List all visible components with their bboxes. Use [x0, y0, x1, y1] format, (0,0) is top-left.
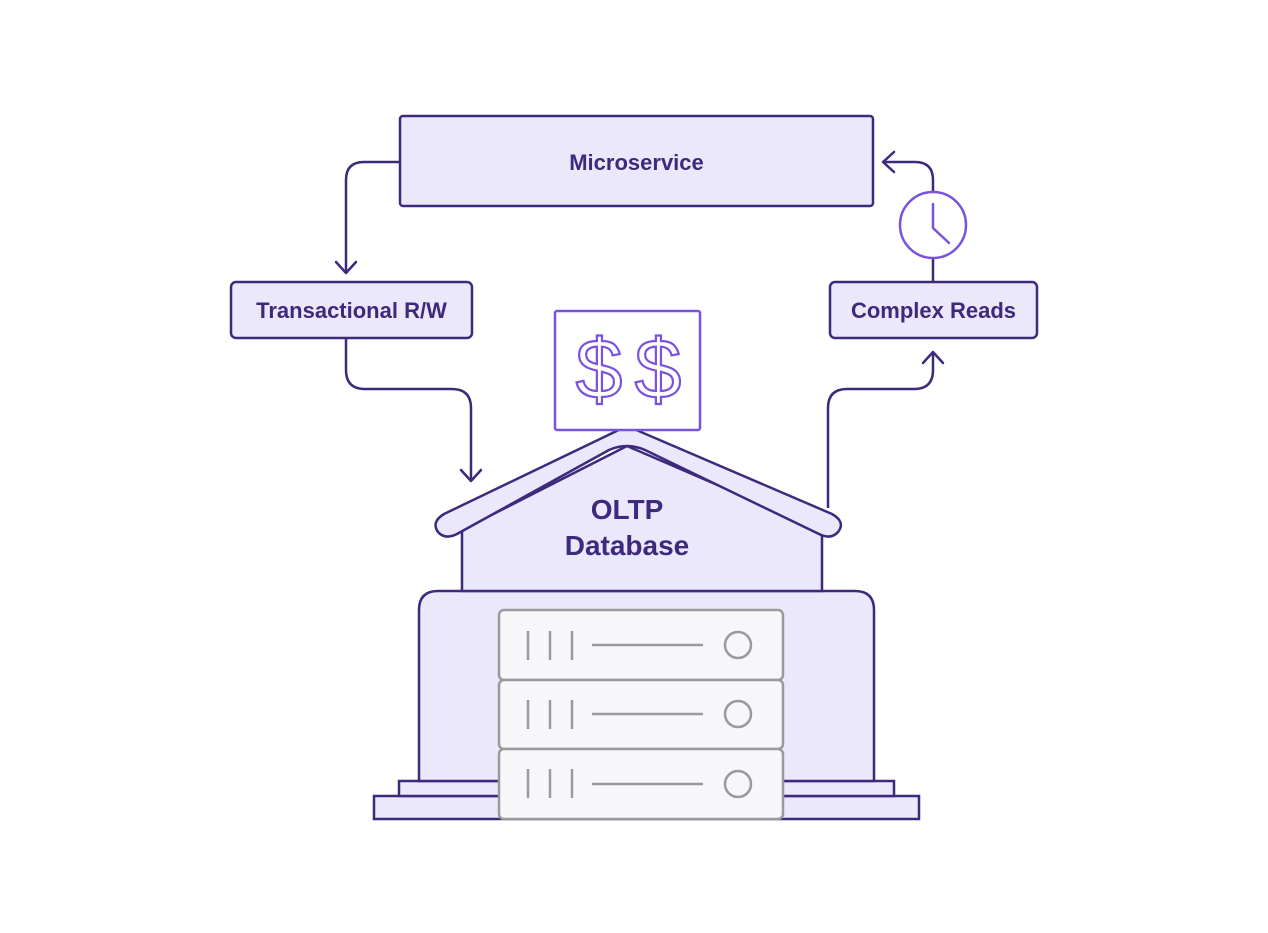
cost-sign: $ $: [553, 309, 702, 432]
complex-reads-label: Complex Reads: [851, 298, 1016, 323]
connector-transactional-to-database: [344, 338, 473, 480]
connector-clock-to-microservice: [884, 160, 935, 192]
complex-reads-box: Complex Reads: [828, 280, 1039, 340]
power-light-icon: [723, 699, 753, 729]
transactional-rw-label: Transactional R/W: [256, 298, 447, 323]
microservice-box: Microservice: [398, 114, 875, 208]
database-label-line2: Database: [565, 530, 690, 561]
server-unit: [497, 747, 785, 821]
power-light-icon: [723, 630, 753, 660]
arrowhead-up-complex-reads: [921, 350, 945, 365]
power-light-icon: [723, 769, 753, 799]
arrowhead-down-transactional: [334, 260, 358, 275]
database-label-line1: OLTP: [591, 494, 664, 525]
server-rack: [497, 608, 785, 821]
server-unit: [497, 678, 785, 751]
building-roof: [434, 424, 843, 538]
microservice-label: Microservice: [569, 150, 704, 175]
arrowhead-left-microservice: [881, 150, 896, 174]
server-unit: [497, 608, 785, 682]
clock-icon: [898, 190, 968, 260]
transactional-rw-box: Transactional R/W: [229, 280, 474, 340]
dollar-icon: $: [635, 322, 682, 416]
dollar-icon: $: [576, 322, 623, 416]
connector-microservice-to-transactional: [344, 160, 400, 272]
connector-database-to-complex-reads: [826, 352, 935, 508]
arrowhead-down-database: [459, 468, 483, 483]
